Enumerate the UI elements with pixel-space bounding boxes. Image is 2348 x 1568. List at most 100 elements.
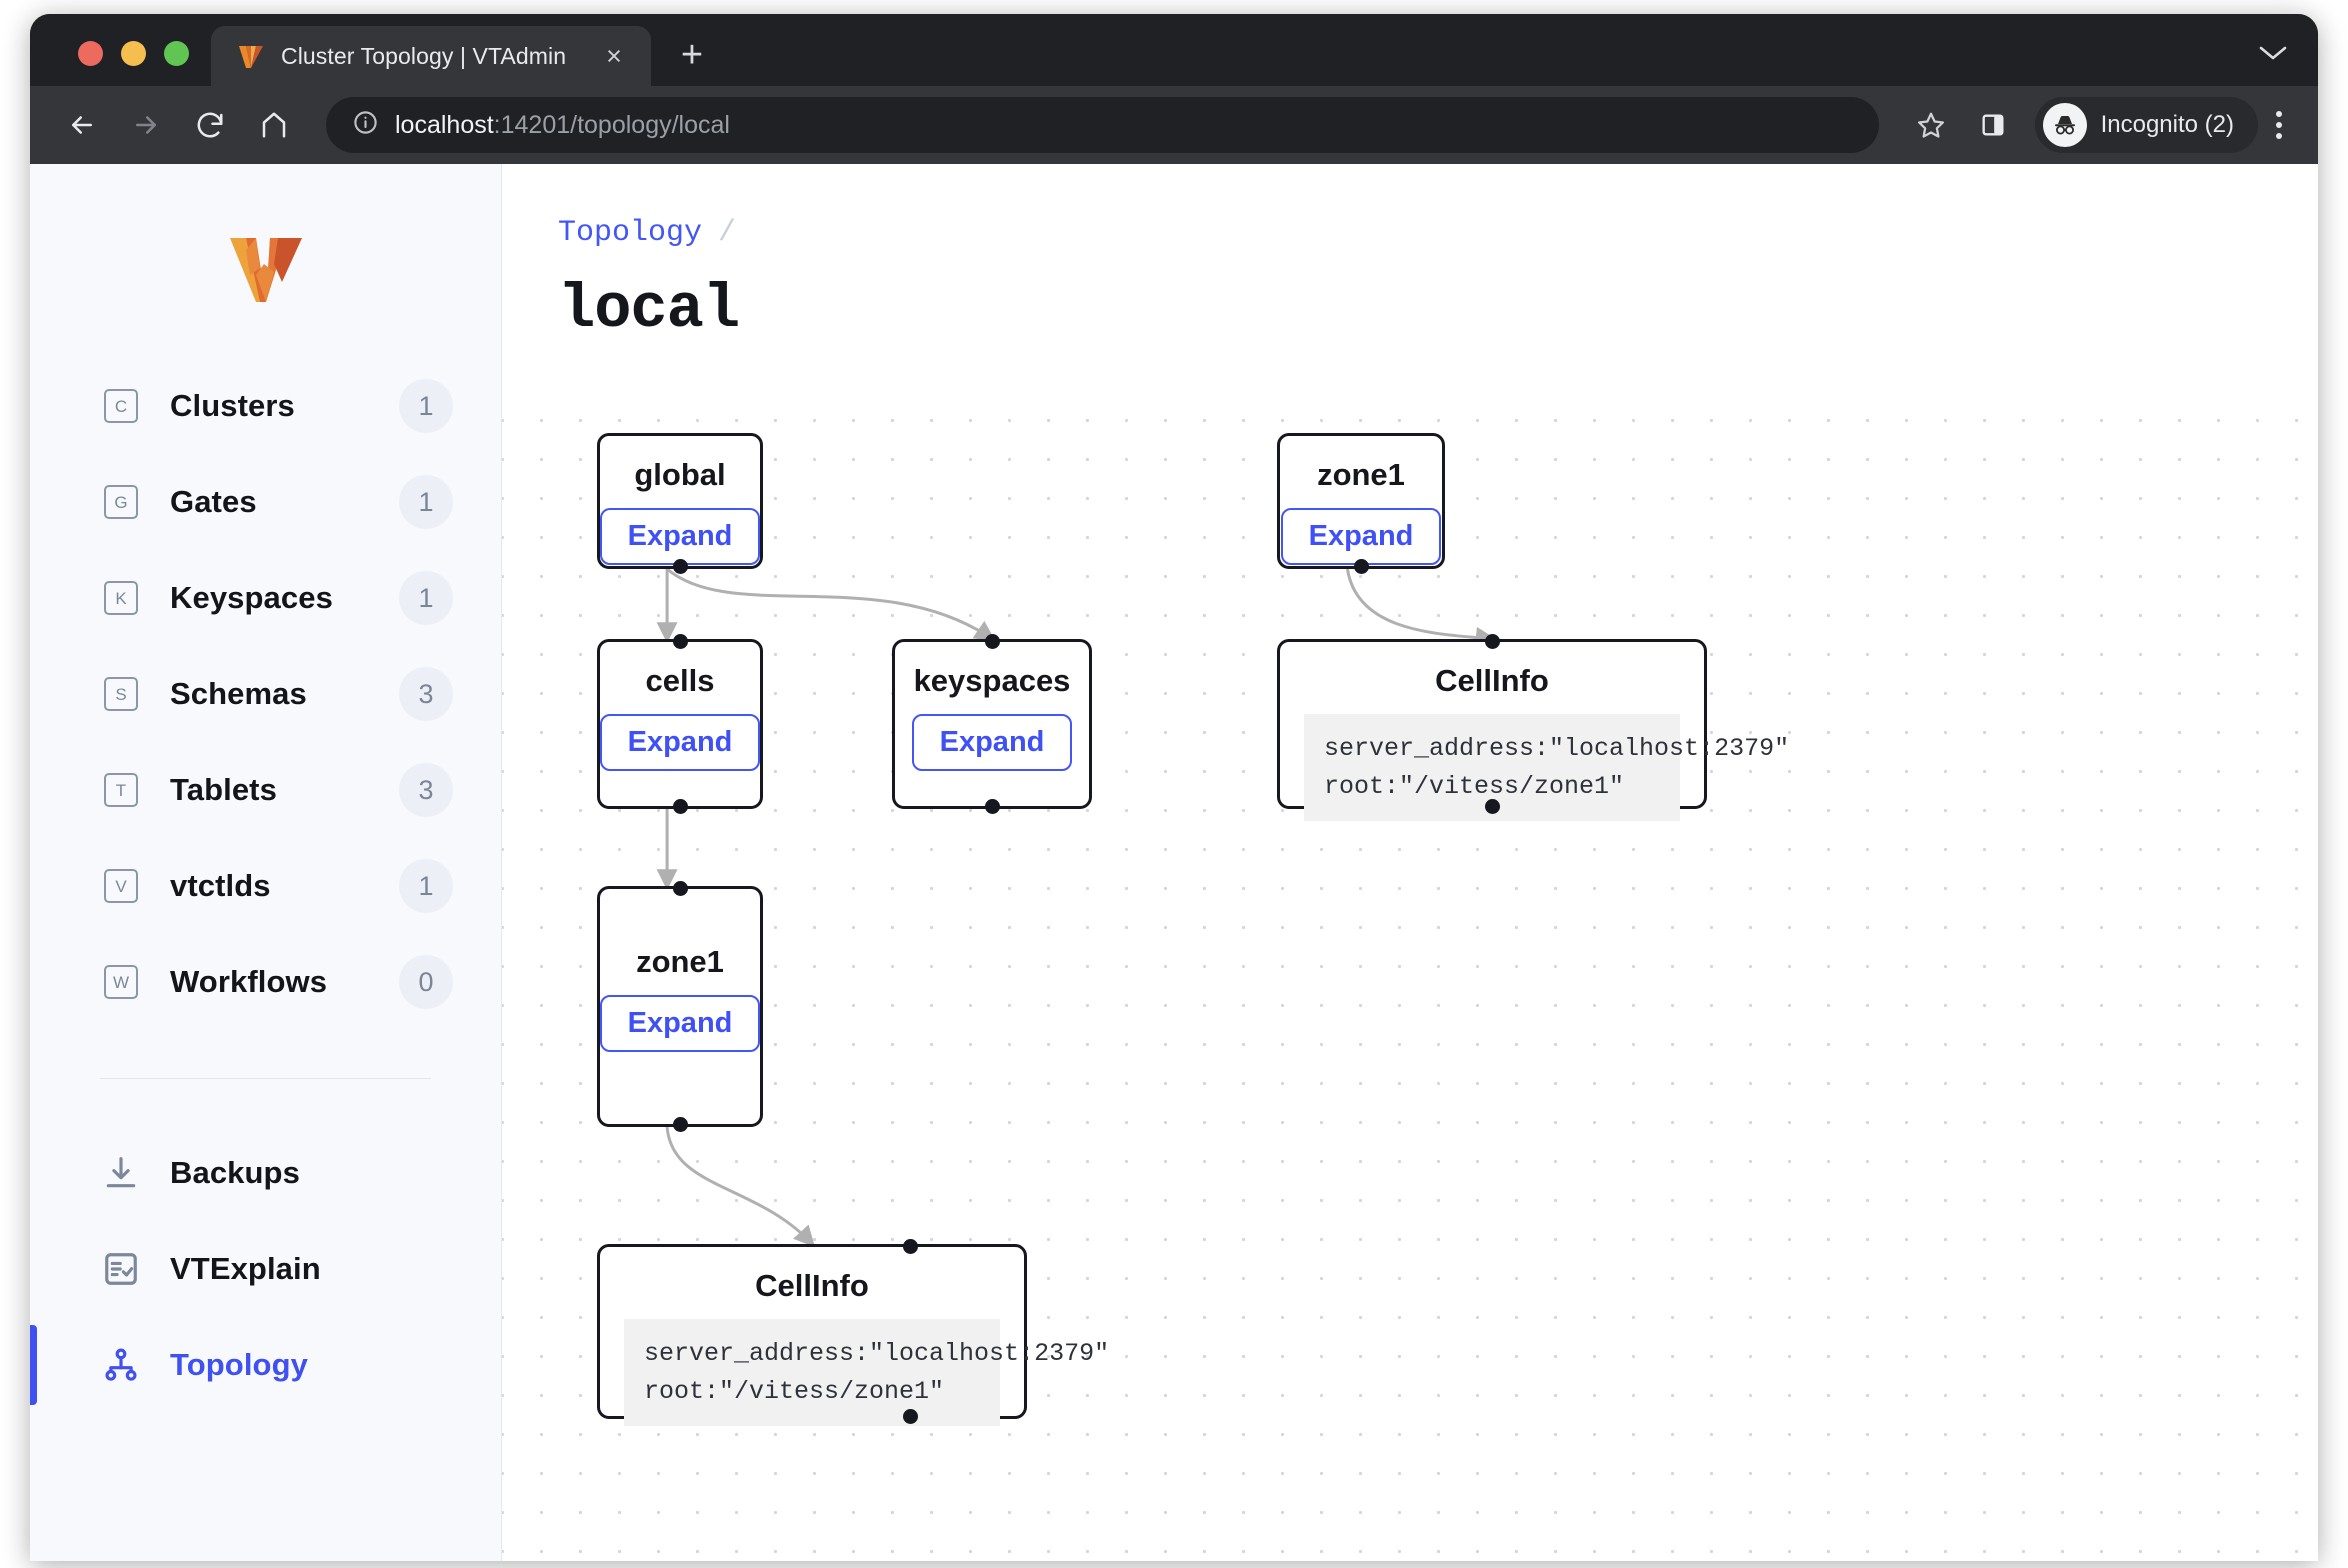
node-port-bottom	[672, 559, 688, 574]
edge-zone1-cellinfo	[665, 1126, 816, 1248]
topology-edges	[656, 567, 1497, 1248]
breadcrumb-separator: /	[718, 216, 737, 250]
vtctlds-letter-icon: V	[100, 869, 142, 903]
sidebar-item-backups[interactable]: Backups	[30, 1125, 501, 1221]
app-page: C Clusters 1 G Gates 1 K Keyspaces 1 S S…	[30, 164, 2318, 1561]
address-bar[interactable]: localhost:14201/topology/local	[326, 97, 1879, 153]
sidebar-item-vtexplain[interactable]: VTExplain	[30, 1221, 501, 1317]
download-icon	[100, 1154, 142, 1192]
profile-label: Incognito (2)	[2100, 111, 2234, 138]
edge-global-keyspaces	[666, 567, 996, 642]
site-info-icon[interactable]	[352, 109, 379, 141]
node-title: CellInfo	[755, 1268, 869, 1303]
sidebar-nav-primary: C Clusters 1 G Gates 1 K Keyspaces 1 S S…	[30, 358, 501, 1030]
sidebar-item-topology[interactable]: Topology	[30, 1317, 501, 1413]
sidebar-item-vtctlds[interactable]: V vtctlds 1	[30, 838, 501, 934]
sidebar-badge: 3	[399, 667, 453, 721]
expand-button[interactable]: Expand	[599, 995, 761, 1053]
node-title: zone1	[636, 944, 724, 979]
profile-chip[interactable]: Incognito (2)	[2034, 97, 2258, 153]
sidebar-item-keyspaces[interactable]: K Keyspaces 1	[30, 550, 501, 646]
node-title: cells	[645, 663, 715, 698]
page-header: Topology / local	[502, 164, 2318, 345]
incognito-hat-glasses-icon	[2042, 103, 2087, 147]
browser-window: Cluster Topology | VTAdmin × +	[30, 14, 2318, 1561]
tab-strip: Cluster Topology | VTAdmin × +	[30, 14, 2318, 86]
tablets-letter-icon: T	[100, 773, 142, 807]
sidebar-divider	[100, 1078, 431, 1079]
app-sidebar: C Clusters 1 G Gates 1 K Keyspaces 1 S S…	[30, 164, 502, 1561]
node-title: keyspaces	[913, 663, 1071, 698]
topology-node-cellinfo-right[interactable]: CellInfo server_address:"localhost:2379"…	[1277, 634, 1789, 822]
node-title: zone1	[1317, 457, 1405, 492]
node-port-top	[1484, 634, 1500, 649]
topology-node-global[interactable]: global Expand	[597, 433, 763, 574]
page-title: local	[558, 274, 740, 345]
close-window-button[interactable]	[78, 41, 103, 66]
vitess-v-logo-icon	[237, 42, 265, 70]
three-dot-menu-icon[interactable]	[2264, 111, 2294, 139]
side-panel-icon[interactable]	[1965, 97, 2021, 153]
url-path: :14201/topology/local	[493, 110, 730, 139]
home-icon[interactable]	[246, 97, 302, 153]
topology-node-zone1-right[interactable]: zone1 Expand	[1277, 433, 1445, 574]
topology-node-zone1-left[interactable]: zone1 Expand	[597, 881, 763, 1132]
browser-tab[interactable]: Cluster Topology | VTAdmin ×	[211, 26, 651, 86]
sidebar-badge: 1	[399, 571, 453, 625]
sidebar-badge: 1	[399, 379, 453, 433]
node-port-bottom	[902, 1409, 918, 1424]
chevron-down-icon[interactable]	[2258, 44, 2288, 66]
node-title: CellInfo	[1435, 663, 1549, 698]
main-content: global Expand cells Expand keysp	[502, 164, 2318, 1561]
node-port-top	[984, 634, 1000, 649]
sidebar-badge: 0	[399, 955, 453, 1009]
back-arrow-icon[interactable]	[54, 97, 110, 153]
sidebar-item-label: VTExplain	[170, 1251, 321, 1286]
edge-zone1r-cellinfo	[1345, 568, 1497, 648]
expand-button[interactable]: Expand	[599, 714, 761, 772]
minimize-window-button[interactable]	[121, 41, 146, 66]
vitess-logo[interactable]	[30, 198, 501, 358]
reload-icon[interactable]	[182, 97, 238, 153]
expand-button[interactable]: Expand	[911, 714, 1073, 772]
tab-title: Cluster Topology | VTAdmin	[281, 42, 567, 69]
sidebar-item-workflows[interactable]: W Workflows 0	[30, 934, 501, 1030]
topology-node-cellinfo-bottom[interactable]: CellInfo server_address:"localhost:2379"…	[597, 1239, 1109, 1427]
star-icon[interactable]	[1903, 97, 1959, 153]
topology-node-cells[interactable]: cells Expand	[597, 634, 763, 814]
sidebar-item-label: Gates	[170, 484, 257, 519]
breadcrumb: Topology /	[558, 216, 2318, 250]
browser-toolbar: localhost:14201/topology/local	[30, 86, 2318, 164]
sidebar-item-label: Keyspaces	[170, 580, 333, 615]
expand-button[interactable]: Expand	[599, 508, 761, 566]
node-port-bottom	[1353, 559, 1369, 574]
sidebar-badge: 1	[399, 475, 453, 529]
sidebar-item-tablets[interactable]: T Tablets 3	[30, 742, 501, 838]
topology-graph: global Expand cells Expand keysp	[502, 389, 2318, 1561]
node-port-bottom	[984, 799, 1000, 814]
sidebar-item-label: Topology	[170, 1347, 308, 1382]
sidebar-item-schemas[interactable]: S Schemas 3	[30, 646, 501, 742]
sidebar-item-gates[interactable]: G Gates 1	[30, 454, 501, 550]
topology-node-keyspaces[interactable]: keyspaces Expand	[892, 634, 1092, 814]
sidebar-nav-secondary: Backups VTExplain Topology	[30, 1125, 501, 1413]
forward-arrow-icon	[118, 97, 174, 153]
expand-button[interactable]: Expand	[1280, 508, 1442, 566]
close-tab-button[interactable]: ×	[606, 40, 622, 71]
sidebar-item-label: Tablets	[170, 772, 277, 807]
new-tab-button[interactable]: +	[680, 34, 704, 76]
sidebar-badge: 3	[399, 763, 453, 817]
maximize-window-button[interactable]	[164, 41, 189, 66]
node-port-bottom	[672, 1117, 688, 1132]
node-port-top	[672, 634, 688, 649]
breadcrumb-link-topology[interactable]: Topology	[558, 216, 703, 250]
node-port-top	[902, 1239, 918, 1254]
window-traffic-lights	[56, 41, 211, 86]
clusters-letter-icon: C	[100, 389, 142, 423]
sidebar-item-clusters[interactable]: C Clusters 1	[30, 358, 501, 454]
sidebar-item-label: Workflows	[170, 964, 328, 999]
sidebar-item-label: vtctlds	[170, 868, 271, 903]
topology-canvas[interactable]: global Expand cells Expand keysp	[502, 389, 2318, 1561]
gates-letter-icon: G	[100, 485, 142, 519]
